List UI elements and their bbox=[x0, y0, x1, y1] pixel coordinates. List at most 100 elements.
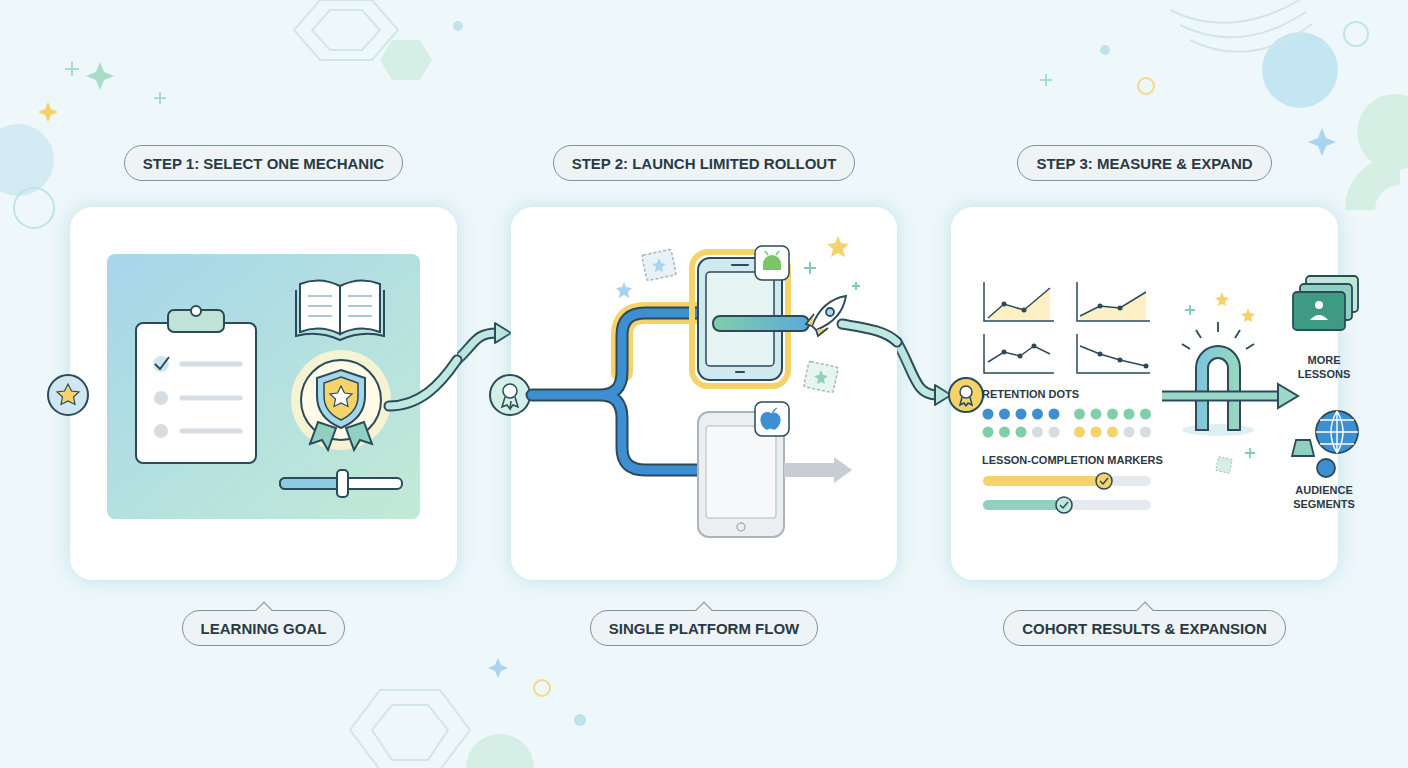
retention-dots-part bbox=[1107, 427, 1118, 438]
retention-dots-part bbox=[1124, 427, 1135, 438]
retention-dots-part bbox=[1016, 409, 1027, 420]
slider-icon bbox=[280, 470, 402, 497]
ios-phone-part bbox=[784, 463, 836, 477]
mini-charts-part-part bbox=[1032, 344, 1037, 349]
measure-badge-icon-part bbox=[960, 397, 972, 406]
retention-dots-part bbox=[1140, 409, 1151, 420]
decor-shapes-part bbox=[380, 40, 432, 80]
stamps-stars-part bbox=[616, 282, 632, 298]
clipboard-icon-part bbox=[153, 356, 169, 372]
stamps-stars-part bbox=[652, 258, 666, 272]
slider-icon-part bbox=[337, 470, 348, 497]
clipboard-icon-part bbox=[155, 357, 169, 369]
legend-heading: RETENTION DOTS bbox=[982, 388, 1152, 402]
decor-shapes-part bbox=[0, 124, 54, 196]
lessons-icon-part bbox=[1315, 301, 1323, 309]
android-phone-part bbox=[765, 251, 779, 255]
stamps-stars-part bbox=[804, 262, 860, 290]
rollout-arrow-tail-part bbox=[842, 324, 897, 342]
expansion-gate-part bbox=[1215, 292, 1255, 322]
decor-shapes-part bbox=[38, 102, 58, 122]
slider-icon-part bbox=[280, 478, 402, 489]
rollout-arrow-tail bbox=[842, 324, 897, 342]
start-badge-icon-part bbox=[48, 375, 88, 415]
split-path-part bbox=[532, 313, 700, 470]
mini-charts-part bbox=[1002, 302, 1149, 369]
expansion-gate-part bbox=[1185, 305, 1255, 458]
ios-phone-part bbox=[737, 523, 745, 531]
expansion-gate-part bbox=[1216, 457, 1233, 474]
mini-charts-part bbox=[1080, 292, 1146, 316]
legend-heading: LESSON-COMPLETION MARKERS bbox=[982, 454, 1172, 468]
decor-shapes-part bbox=[1344, 22, 1368, 46]
mini-charts-part bbox=[984, 282, 1054, 321]
split-path-part bbox=[622, 313, 700, 372]
mini-charts-part-part bbox=[1144, 364, 1149, 369]
decor-shapes-part bbox=[86, 62, 114, 90]
flow-arrow bbox=[457, 323, 511, 360]
shield-badge-icon-part bbox=[291, 350, 391, 450]
decor-shapes-part bbox=[1138, 78, 1154, 94]
stamps-stars-part bbox=[642, 249, 677, 281]
segments-icon-part bbox=[1316, 411, 1358, 453]
split-path bbox=[532, 313, 700, 470]
start-badge-icon bbox=[48, 375, 88, 415]
shield-badge-icon-part bbox=[317, 370, 365, 428]
icon-label: AUDIENCE SEGMENTS bbox=[1282, 484, 1366, 512]
book-icon-part bbox=[296, 290, 384, 340]
mini-charts-part bbox=[988, 288, 1050, 320]
mini-charts-part-part bbox=[1022, 308, 1027, 313]
decor-shapes-part bbox=[488, 658, 508, 678]
android-phone-part bbox=[763, 255, 781, 270]
measure-badge-icon bbox=[949, 378, 983, 412]
android-phone-part bbox=[698, 258, 782, 380]
measure-badge-icon-part bbox=[960, 386, 972, 398]
lessons-icon bbox=[1293, 276, 1358, 330]
decor-shapes-part bbox=[294, 0, 398, 60]
segments-icon bbox=[1292, 411, 1358, 477]
mini-charts-part-part bbox=[1002, 302, 1007, 307]
step-heading: STEP 1: SELECT ONE MECHANIC bbox=[124, 145, 403, 181]
retention-dots-part bbox=[1016, 427, 1027, 438]
expansion-gate-part bbox=[1278, 384, 1298, 408]
ios-phone-part bbox=[698, 412, 784, 537]
retention-dots-part bbox=[1091, 427, 1102, 438]
android-phone-part bbox=[755, 246, 789, 280]
mini-charts bbox=[984, 282, 1150, 373]
step-heading: STEP 2: LAUNCH LIMITED ROLLOUT bbox=[553, 145, 856, 181]
icon-label: MORE LESSONS bbox=[1288, 354, 1360, 382]
decor-shapes-part bbox=[1100, 45, 1110, 55]
lessons-icon-part bbox=[1310, 315, 1328, 320]
decor-shapes-part bbox=[1262, 32, 1338, 108]
expansion-gate-part bbox=[1196, 346, 1240, 430]
decor-shapes-part bbox=[574, 714, 586, 726]
android-phone-part bbox=[706, 272, 774, 366]
stamps-stars-part bbox=[814, 370, 828, 384]
mini-charts-part-part bbox=[1002, 350, 1007, 355]
expansion-gate-part bbox=[1162, 393, 1280, 400]
flow-arrow-part bbox=[897, 342, 937, 395]
completion-bars-part bbox=[1100, 478, 1108, 484]
step-caption: COHORT RESULTS & EXPANSION bbox=[1003, 610, 1285, 646]
rollout-badge-icon-part bbox=[502, 397, 518, 409]
rollout-arrow-tail-part bbox=[842, 324, 897, 342]
retention-dots-part bbox=[999, 427, 1010, 438]
expansion-gate-part bbox=[1182, 424, 1254, 436]
segments-icon-part bbox=[1317, 459, 1335, 477]
goal-panel bbox=[107, 254, 420, 519]
book-icon-part bbox=[340, 280, 380, 334]
rocket-icon-part bbox=[812, 296, 846, 330]
completion-bars-part bbox=[1056, 497, 1072, 513]
expansion-gate bbox=[1162, 292, 1298, 473]
retention-dots-part bbox=[1074, 427, 1085, 438]
stamps-stars bbox=[616, 236, 860, 393]
clipboard-icon-part bbox=[168, 310, 224, 332]
retention-dots-part bbox=[1032, 427, 1043, 438]
completion-bars-part bbox=[983, 500, 1151, 510]
android-phone-part bbox=[732, 265, 748, 372]
rollout-badge-icon-part bbox=[503, 384, 517, 398]
expansion-gate-part bbox=[1162, 391, 1280, 402]
ios-phone-part bbox=[755, 402, 789, 436]
